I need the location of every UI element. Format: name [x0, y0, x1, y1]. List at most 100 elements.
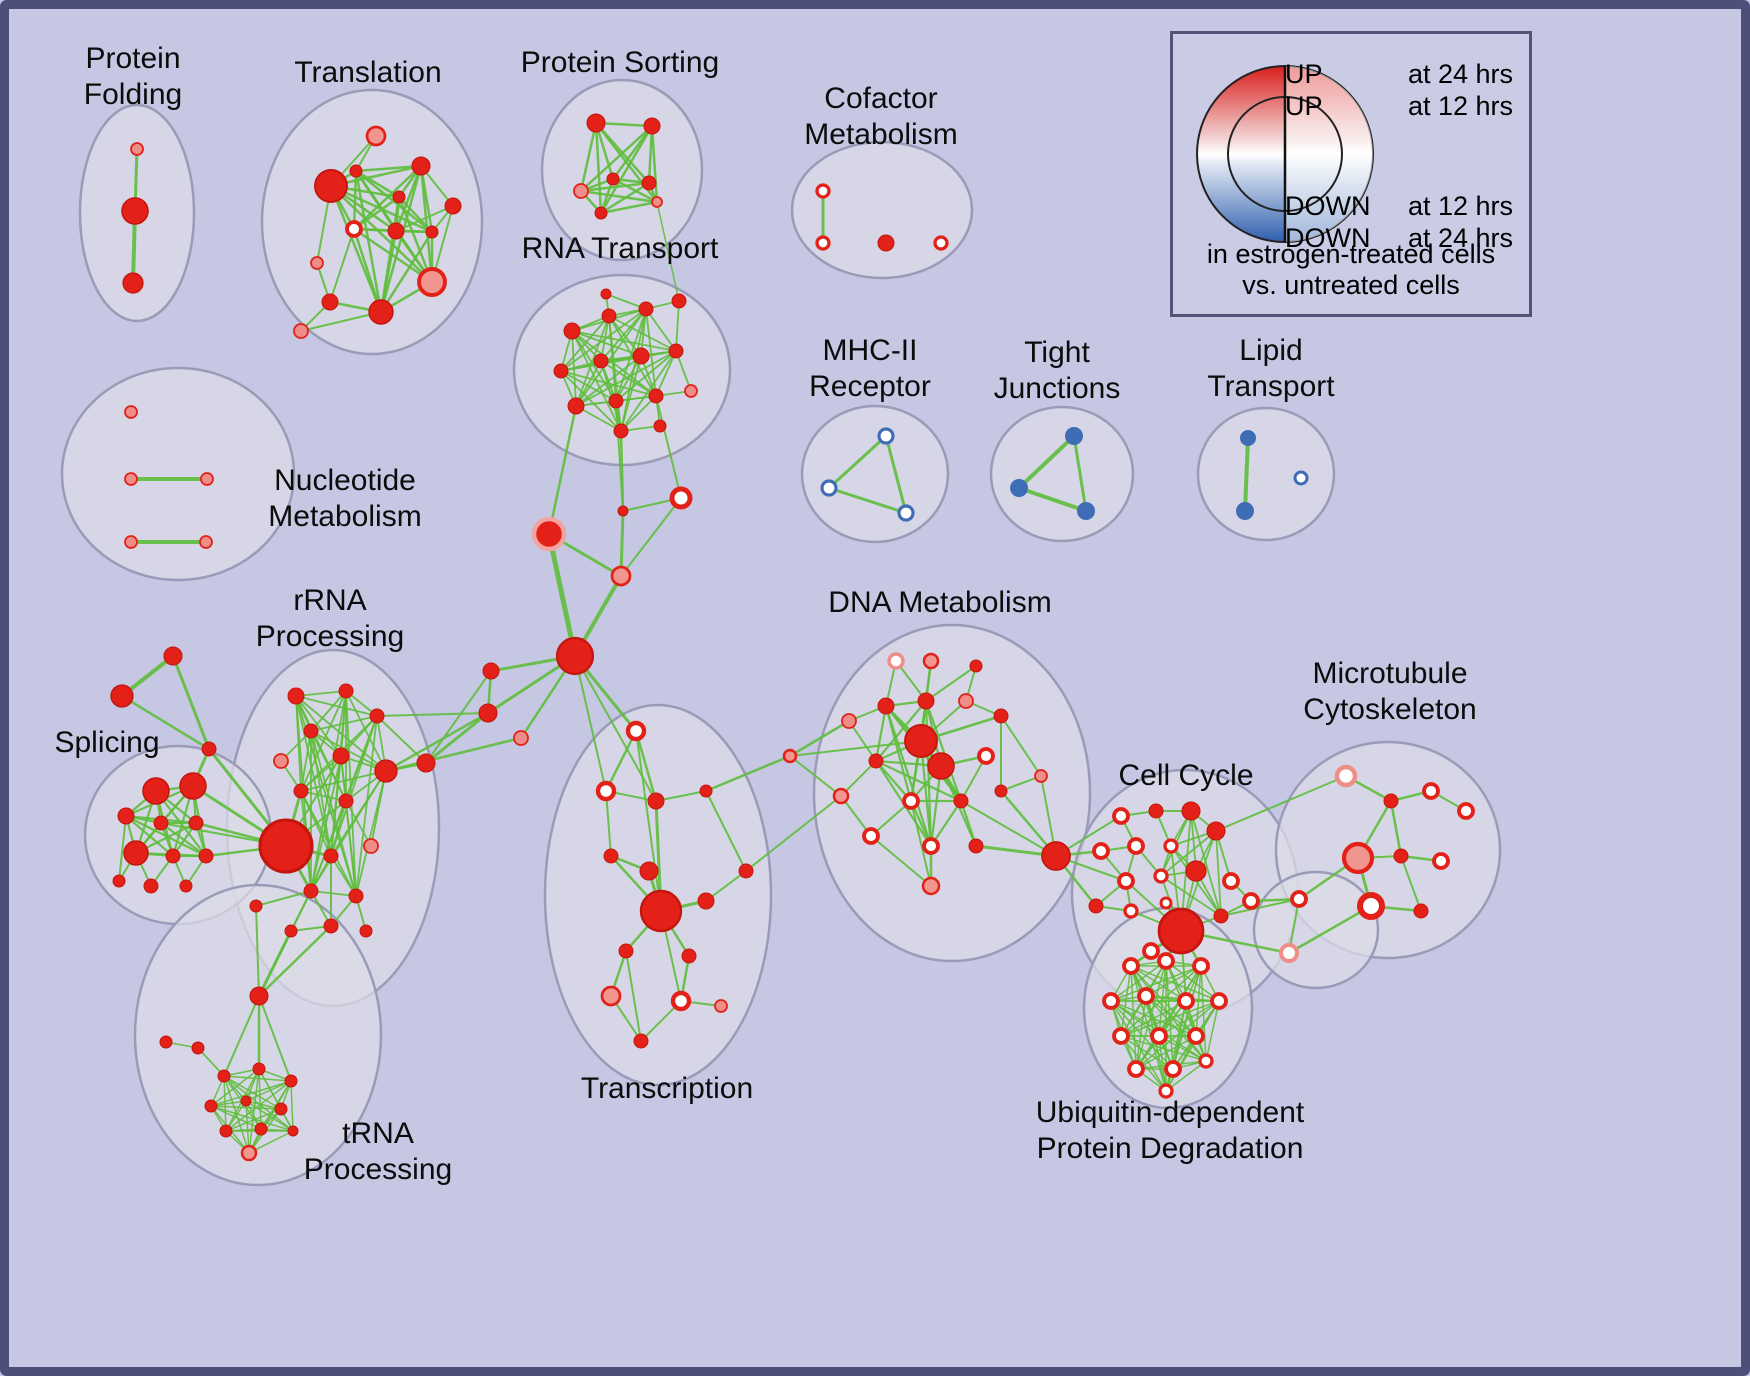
graph-node	[303, 723, 319, 739]
graph-edge	[560, 315, 610, 372]
graph-node	[595, 780, 617, 802]
graph-node	[921, 876, 941, 896]
graph-node	[1198, 1053, 1214, 1069]
graph-edge	[1158, 1035, 1167, 1092]
graph-node	[877, 697, 895, 715]
graph-node	[191, 1041, 205, 1055]
graph-node	[618, 943, 634, 959]
graph-edge	[1017, 434, 1076, 490]
graph-edge	[310, 890, 357, 897]
graph-node	[553, 363, 569, 379]
graph-node	[714, 999, 728, 1013]
graph-node	[697, 892, 715, 910]
graph-edge	[600, 308, 647, 362]
graph-edge	[615, 400, 624, 512]
cluster-lipid-transport	[1196, 406, 1336, 542]
graph-node	[917, 692, 935, 710]
graph-node	[130, 142, 144, 156]
graph-node	[953, 793, 969, 809]
graph-edge	[560, 308, 647, 372]
graph-edge	[295, 695, 387, 772]
graph-node	[219, 1124, 233, 1138]
graph-node	[293, 323, 309, 339]
graph-node	[122, 272, 144, 294]
graph-edge	[379, 230, 434, 314]
graph-node	[670, 990, 692, 1012]
graph-node	[323, 918, 339, 934]
legend-row-down-24: DOWN at 24 hrs	[1285, 223, 1513, 253]
graph-node	[902, 792, 920, 810]
graph-edge	[874, 699, 928, 763]
graph-node	[124, 405, 138, 419]
graph-node	[349, 164, 363, 178]
cluster-label: Tight	[1024, 336, 1090, 369]
graph-node	[123, 840, 149, 866]
graph-node	[163, 646, 183, 666]
graph-node	[323, 848, 339, 864]
graph-edge	[300, 790, 347, 802]
graph-edge	[704, 754, 792, 793]
legend-time-label: at 12 hrs	[1407, 191, 1513, 221]
graph-node	[887, 652, 905, 670]
graph-edge	[604, 729, 638, 793]
graph-node	[625, 720, 647, 742]
graph-edge	[1165, 1060, 1207, 1092]
graph-edge	[300, 730, 312, 792]
graph-edge	[789, 740, 922, 757]
graph-edge	[579, 181, 651, 193]
graph-node	[593, 353, 609, 369]
graph-edge	[310, 730, 357, 897]
graph-edge	[1215, 830, 1222, 917]
graph-node	[820, 479, 838, 497]
graph-edge	[300, 755, 342, 792]
graph-node	[314, 169, 348, 203]
graph-edge	[615, 350, 677, 402]
graph-edge	[574, 655, 607, 792]
cluster-label: Cytoskeleton	[1303, 693, 1476, 726]
graph-edge	[645, 308, 677, 352]
cluster-label: Cofactor	[824, 82, 937, 115]
graph-edge	[874, 704, 888, 763]
graph-edge	[258, 995, 292, 1082]
graph-node	[1123, 903, 1139, 919]
graph-node	[1222, 872, 1240, 890]
graph-edge	[650, 124, 659, 204]
graph-edge	[925, 665, 977, 702]
graph-node	[1187, 1027, 1205, 1045]
graph-edge	[1158, 1000, 1220, 1037]
cluster-label: Splicing	[54, 726, 159, 759]
graph-node	[1236, 502, 1254, 520]
graph-edge	[620, 497, 682, 577]
graph-edge	[419, 164, 434, 234]
graph-edge	[330, 800, 347, 857]
graph-node	[1334, 764, 1358, 788]
graph-node	[922, 652, 940, 670]
graph-node	[603, 848, 619, 864]
graph-node	[365, 125, 387, 147]
graph-edge	[310, 730, 387, 772]
graph-node	[200, 472, 214, 486]
graph-edge	[619, 509, 625, 578]
graph-node	[1092, 842, 1110, 860]
graph-node	[1158, 1083, 1174, 1099]
graph-node	[994, 784, 1008, 798]
graph-node	[1422, 782, 1440, 800]
graph-edge	[546, 531, 578, 659]
graph-edge	[594, 121, 603, 215]
graph-node	[610, 565, 632, 587]
graph-edge	[384, 711, 490, 773]
graph-node	[1112, 1027, 1130, 1045]
node-layer	[110, 113, 1475, 1162]
graph-node	[1137, 987, 1155, 1005]
graph-node	[392, 190, 406, 204]
legend-caption-line2: vs. untreated cells	[1242, 270, 1460, 300]
graph-edge	[594, 121, 615, 181]
graph-node	[142, 777, 170, 805]
graph-edge	[352, 195, 401, 231]
graph-node	[1077, 502, 1095, 520]
graph-edge	[1135, 1000, 1220, 1070]
graph-node	[303, 883, 319, 899]
cluster-label: Folding	[84, 78, 182, 111]
legend-box: UP at 24 hrs UP at 12 hrs DOWN at 12 hrs…	[1170, 31, 1532, 317]
